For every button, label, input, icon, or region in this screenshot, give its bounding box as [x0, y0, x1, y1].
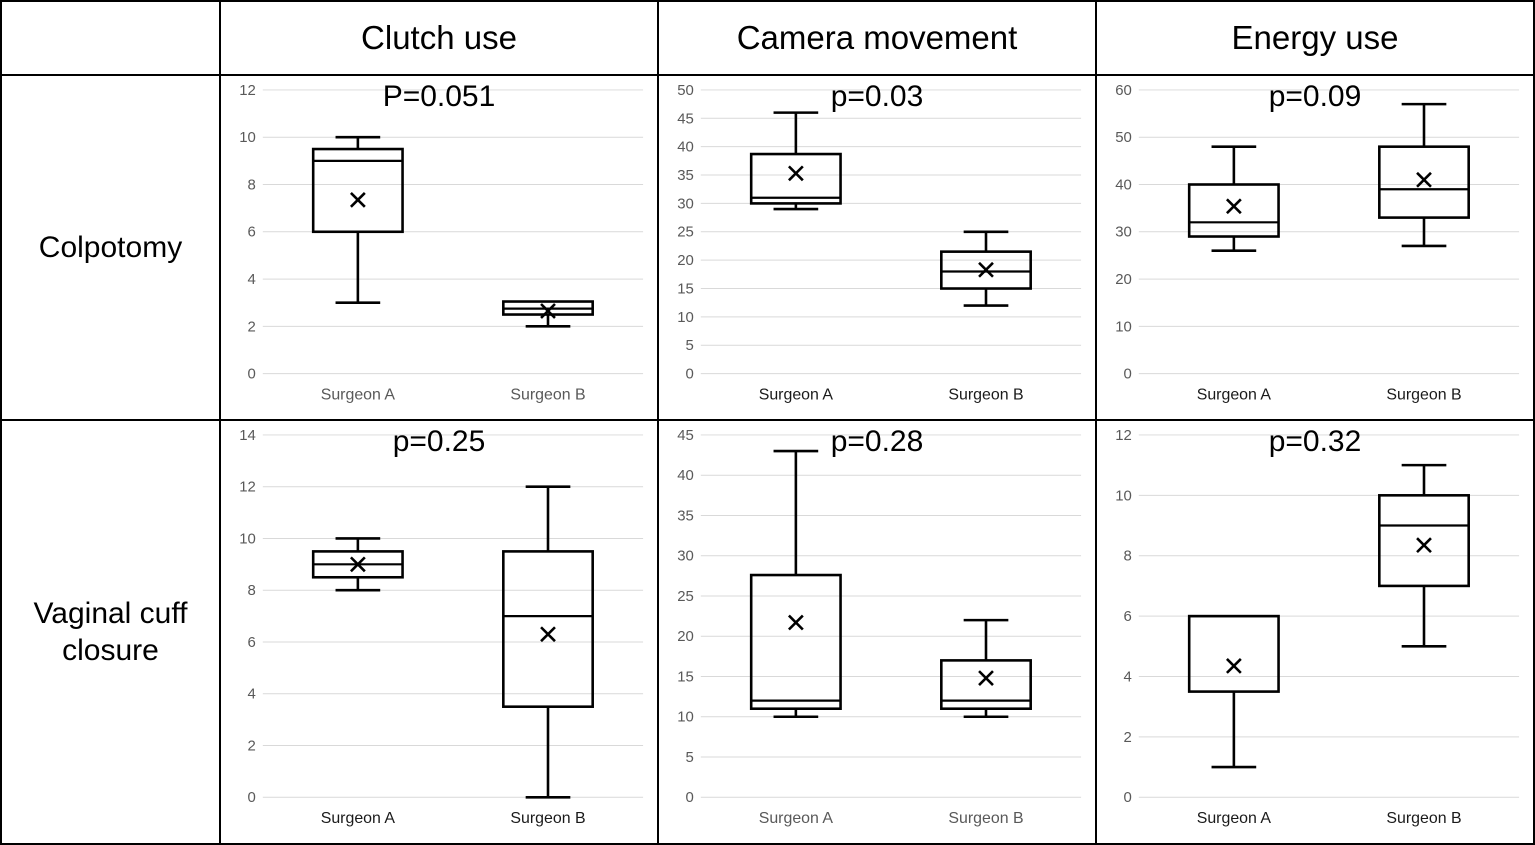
- svg-text:8: 8: [248, 583, 256, 600]
- svg-text:0: 0: [248, 366, 256, 383]
- svg-text:60: 60: [1115, 82, 1132, 99]
- svg-text:45: 45: [677, 427, 694, 444]
- x-axis-label: Surgeon B: [1386, 811, 1461, 828]
- x-axis-label: Surgeon A: [321, 387, 396, 404]
- svg-text:0: 0: [686, 366, 694, 383]
- svg-text:2: 2: [248, 318, 256, 335]
- svg-text:35: 35: [677, 508, 694, 525]
- column-header-clutch-use: Clutch use: [219, 0, 659, 76]
- svg-text:12: 12: [1115, 427, 1132, 444]
- table-header-row: Clutch use Camera movement Energy use: [0, 0, 1535, 76]
- svg-text:6: 6: [248, 634, 256, 651]
- svg-text:6: 6: [1124, 609, 1132, 626]
- svg-text:40: 40: [677, 139, 694, 156]
- svg-text:0: 0: [248, 790, 256, 807]
- svg-text:2: 2: [248, 738, 256, 755]
- x-axis-label: Surgeon A: [1197, 811, 1272, 828]
- svg-text:45: 45: [677, 110, 694, 127]
- x-axis-label: Surgeon A: [759, 811, 834, 828]
- svg-text:8: 8: [248, 176, 256, 193]
- svg-text:4: 4: [248, 686, 256, 703]
- svg-text:35: 35: [677, 167, 694, 184]
- svg-text:4: 4: [248, 271, 256, 288]
- x-axis-label: Surgeon B: [510, 387, 585, 404]
- svg-text:0: 0: [686, 790, 694, 807]
- svg-text:30: 30: [677, 195, 694, 212]
- column-header-energy-use: Energy use: [1095, 0, 1535, 76]
- x-axis-label: Surgeon B: [948, 811, 1023, 828]
- svg-text:8: 8: [1124, 548, 1132, 565]
- row-header-vaginal-cuff-closure: Vaginal cuff closure: [0, 419, 221, 845]
- svg-text:12: 12: [239, 82, 256, 99]
- svg-text:20: 20: [677, 629, 694, 646]
- svg-text:25: 25: [677, 224, 694, 241]
- x-axis-label: Surgeon A: [759, 387, 834, 404]
- svg-text:50: 50: [1115, 129, 1132, 146]
- svg-text:40: 40: [1115, 176, 1132, 193]
- svg-text:4: 4: [1124, 669, 1132, 686]
- svg-text:10: 10: [239, 129, 256, 146]
- svg-text:50: 50: [677, 82, 694, 99]
- column-header-camera-movement: Camera movement: [657, 0, 1097, 76]
- x-axis-label: Surgeon B: [1386, 387, 1461, 404]
- svg-text:15: 15: [677, 669, 694, 686]
- svg-text:6: 6: [248, 224, 256, 241]
- x-axis-label: Surgeon B: [510, 811, 585, 828]
- svg-text:10: 10: [677, 709, 694, 726]
- svg-text:2: 2: [1124, 729, 1132, 746]
- svg-text:5: 5: [686, 337, 694, 354]
- svg-text:10: 10: [1115, 488, 1132, 505]
- svg-text:40: 40: [677, 468, 694, 485]
- x-axis-label: Surgeon A: [321, 811, 396, 828]
- svg-text:12: 12: [239, 479, 256, 496]
- svg-text:20: 20: [677, 252, 694, 269]
- x-axis-label: Surgeon B: [948, 387, 1023, 404]
- svg-text:30: 30: [677, 548, 694, 565]
- svg-text:5: 5: [686, 749, 694, 766]
- svg-text:15: 15: [677, 281, 694, 298]
- svg-text:25: 25: [677, 588, 694, 605]
- x-axis-label: Surgeon A: [1197, 387, 1272, 404]
- svg-text:10: 10: [1115, 318, 1132, 335]
- svg-text:0: 0: [1124, 790, 1132, 807]
- svg-text:20: 20: [1115, 271, 1132, 288]
- svg-text:14: 14: [239, 427, 256, 444]
- table-corner-cell: [0, 0, 221, 76]
- svg-text:30: 30: [1115, 224, 1132, 241]
- row-header-colpotomy: Colpotomy: [0, 73, 221, 422]
- svg-text:10: 10: [239, 531, 256, 548]
- svg-text:10: 10: [677, 309, 694, 326]
- svg-text:0: 0: [1124, 366, 1132, 383]
